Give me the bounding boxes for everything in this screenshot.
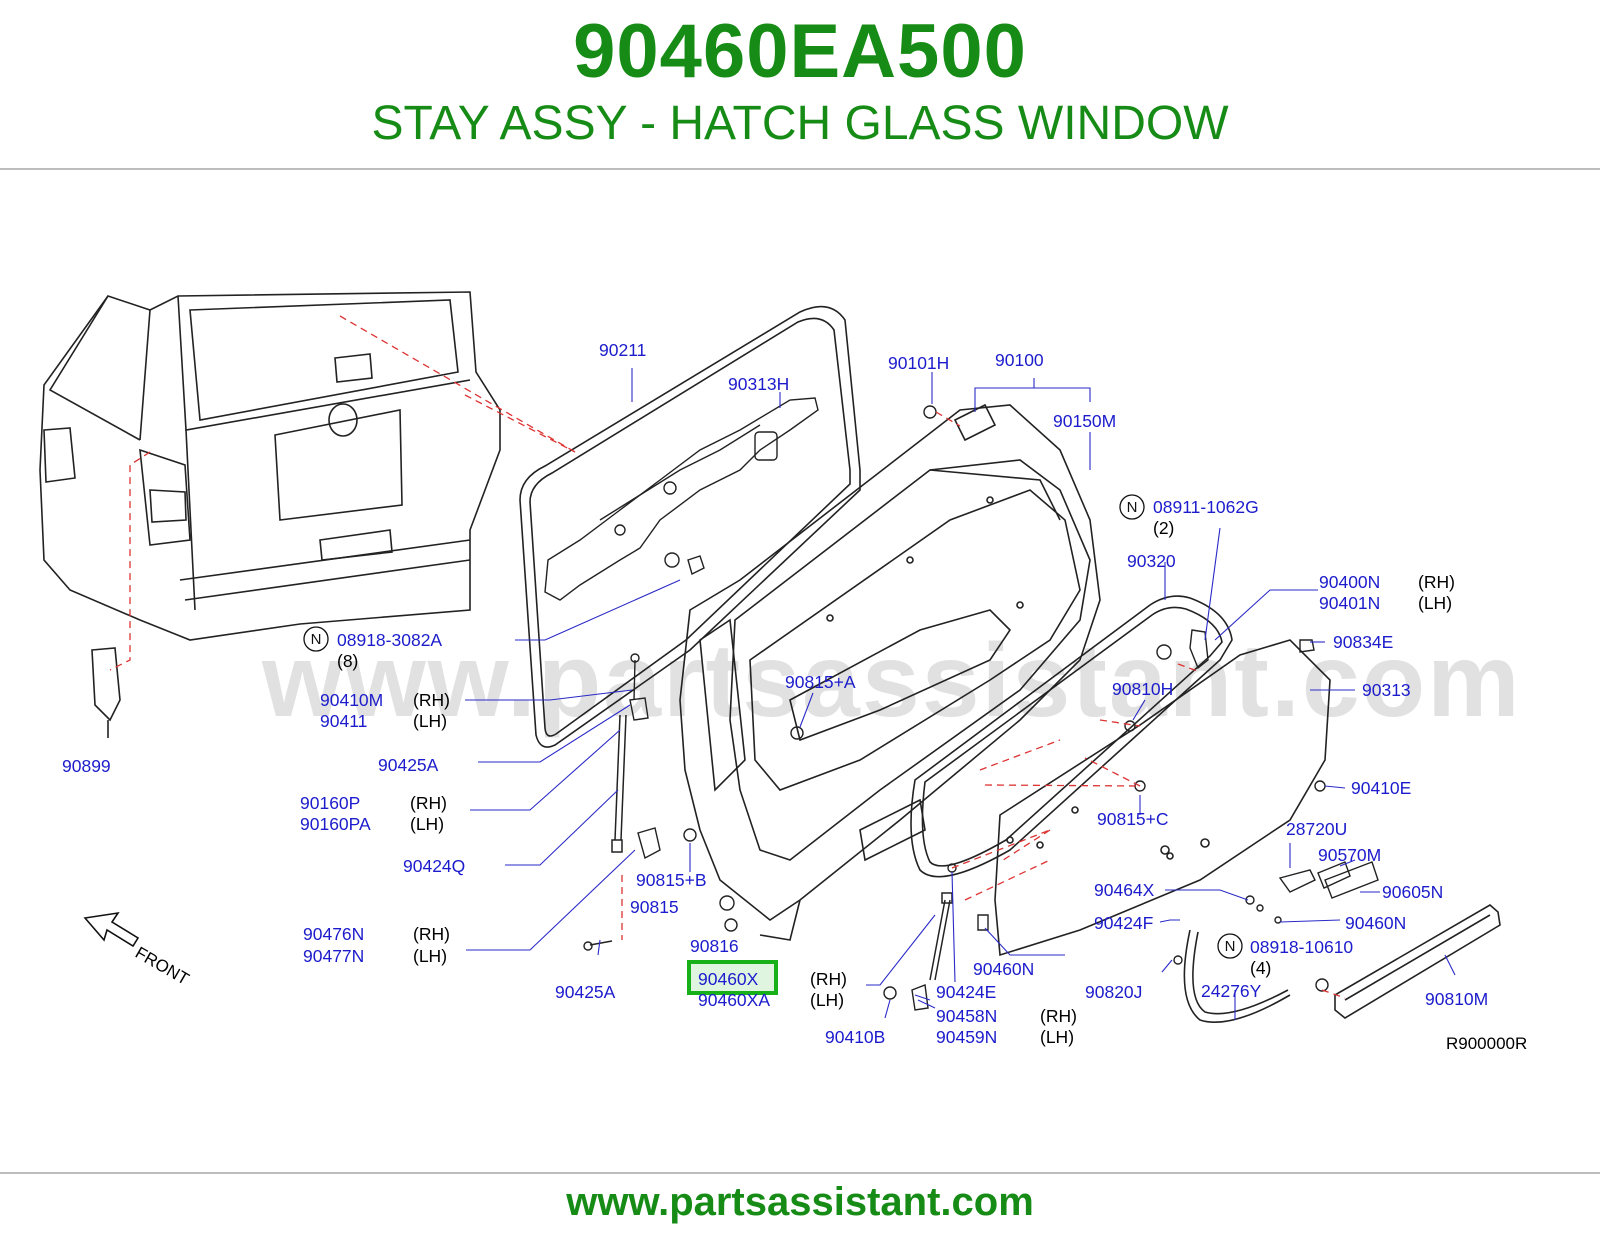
part-label-90899[interactable]: 90899 xyxy=(62,756,111,776)
n-marker-letter: N xyxy=(1225,938,1236,955)
glass-weatherstrip-90320 xyxy=(910,595,1233,878)
part-labels: 90211 90313H 90101H 90100 90150M 08911-1… xyxy=(62,340,1488,1047)
n-marker-letter: N xyxy=(311,631,322,648)
side-label-rh: (RH) xyxy=(810,969,847,989)
part-label-90570m[interactable]: 90570M xyxy=(1318,845,1381,865)
gas-stay-struts xyxy=(611,714,953,981)
part-label-90460xa[interactable]: 90460XA xyxy=(698,990,770,1010)
part-label-90313[interactable]: 90313 xyxy=(1362,680,1411,700)
highlighted-part-box xyxy=(687,960,778,995)
part-label-90410m[interactable]: 90410M xyxy=(320,690,383,710)
arrow-icon xyxy=(83,911,140,948)
n-marker-letter: N xyxy=(1127,499,1138,516)
leader-lines xyxy=(465,368,1456,1020)
part-label-90410b[interactable]: 90410B xyxy=(825,1027,885,1047)
part-label-08918-3082a[interactable]: 08918-3082A xyxy=(337,630,442,650)
part-label-90810m[interactable]: 90810M xyxy=(1425,989,1488,1009)
page-header: 90460EA500 STAY ASSY - HATCH GLASS WINDO… xyxy=(0,0,1600,170)
part-label-90411[interactable]: 90411 xyxy=(320,711,367,731)
part-label-90410e[interactable]: 90410E xyxy=(1351,778,1411,798)
side-label-lh: (LH) xyxy=(810,990,844,1010)
molding-90810m xyxy=(1334,904,1501,1019)
part-label-24276y[interactable]: 24276Y xyxy=(1201,981,1262,1001)
n-markers xyxy=(303,494,1243,959)
part-label-90424f[interactable]: 90424F xyxy=(1094,913,1153,933)
side-label-rh: (RH) xyxy=(1418,572,1455,592)
side-label-lh: (LH) xyxy=(1418,593,1452,613)
part-label-90834e[interactable]: 90834E xyxy=(1333,632,1393,652)
part-label-90320[interactable]: 90320 xyxy=(1127,551,1176,571)
weatherstrip-90211 xyxy=(519,305,861,748)
vehicle-rear-illustration xyxy=(39,291,501,738)
side-label-rh: (RH) xyxy=(413,690,450,710)
part-label-90815-c[interactable]: 90815+C xyxy=(1097,809,1169,829)
part-label-90464x[interactable]: 90464X xyxy=(1094,880,1155,900)
circle-n-marker xyxy=(1217,933,1243,959)
part-label-90815-a[interactable]: 90815+A xyxy=(785,672,856,692)
front-label: FRONT xyxy=(132,943,192,989)
circle-n-marker xyxy=(303,626,329,652)
part-label-90150m[interactable]: 90150M xyxy=(1053,411,1116,431)
part-label-90424q[interactable]: 90424Q xyxy=(403,856,465,876)
footer-url[interactable]: www.partsassistant.com xyxy=(566,1180,1034,1224)
part-label-90160pa[interactable]: 90160PA xyxy=(300,814,371,834)
quantity-label: (8) xyxy=(337,651,358,671)
part-label-90211[interactable]: 90211 xyxy=(599,340,646,360)
part-label-90425a[interactable]: 90425A xyxy=(378,755,439,775)
front-direction-arrow: FRONT xyxy=(83,911,192,989)
part-label-90400n[interactable]: 90400N xyxy=(1319,572,1380,592)
part-label-90477n[interactable]: 90477N xyxy=(303,946,364,966)
side-label-rh: (RH) xyxy=(410,793,447,813)
part-label-90100[interactable]: 90100 xyxy=(995,350,1044,370)
side-label-lh: (LH) xyxy=(413,946,447,966)
back-door-panel-90100 xyxy=(679,403,1101,941)
quantity-label: (4) xyxy=(1250,958,1271,978)
finisher-24276y xyxy=(1183,929,1291,1023)
part-label-90460n-right[interactable]: 90460N xyxy=(1345,913,1406,933)
latch-assembly-90313h xyxy=(544,397,819,601)
part-label-90160p[interactable]: 90160P xyxy=(300,793,360,813)
header-divider xyxy=(0,168,1600,170)
side-label-rh: (RH) xyxy=(1040,1006,1077,1026)
circle-n-marker xyxy=(1119,494,1145,520)
part-label-90401n[interactable]: 90401N xyxy=(1319,593,1380,613)
part-label-90313h[interactable]: 90313H xyxy=(728,374,789,394)
side-label-lh: (LH) xyxy=(413,711,447,731)
part-description: STAY ASSY - HATCH GLASS WINDOW xyxy=(371,97,1229,150)
part-label-90459n[interactable]: 90459N xyxy=(936,1027,997,1047)
side-label-lh: (LH) xyxy=(1040,1027,1074,1047)
side-labels: (RH) (LH) (RH) (LH) (RH) (LH) (RH) (LH) … xyxy=(337,518,1455,1047)
part-label-90816[interactable]: 90816 xyxy=(690,936,739,956)
part-label-90810h[interactable]: 90810H xyxy=(1112,679,1173,699)
part-label-90101h[interactable]: 90101H xyxy=(888,353,949,373)
diagram-reference-code: R900000R xyxy=(1446,1034,1527,1053)
side-label-rh: (RH) xyxy=(413,924,450,944)
part-label-90476n[interactable]: 90476N xyxy=(303,924,364,944)
part-label-90460n[interactable]: 90460N xyxy=(973,959,1034,979)
part-number-title: 90460EA500 xyxy=(573,9,1027,94)
part-label-90424e[interactable]: 90424E xyxy=(936,982,996,1002)
part-label-90458n[interactable]: 90458N xyxy=(936,1006,997,1026)
part-label-90820j[interactable]: 90820J xyxy=(1085,982,1142,1002)
quantity-label: (2) xyxy=(1153,518,1174,538)
install-guide-lines xyxy=(109,315,1346,999)
footer-divider xyxy=(0,1172,1600,1174)
part-label-28720u[interactable]: 28720U xyxy=(1286,819,1347,839)
hatch-glass-90313 xyxy=(994,639,1331,957)
part-label-90815[interactable]: 90815 xyxy=(630,897,679,917)
part-label-90815-b[interactable]: 90815+B xyxy=(636,870,707,890)
side-label-lh: (LH) xyxy=(410,814,444,834)
part-label-08918-10610[interactable]: 08918-10610 xyxy=(1250,937,1353,957)
part-label-90460x[interactable]: 90460X xyxy=(698,969,759,989)
hardware-parts xyxy=(583,405,1379,1011)
part-label-90425a-lower[interactable]: 90425A xyxy=(555,982,616,1002)
part-label-08911-1062g[interactable]: 08911-1062G xyxy=(1153,497,1259,517)
part-label-90605n[interactable]: 90605N xyxy=(1382,882,1443,902)
